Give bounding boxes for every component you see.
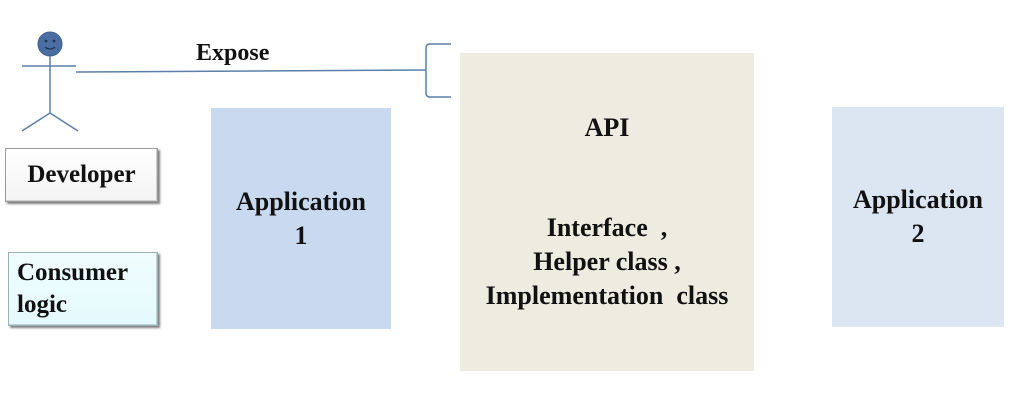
- expose-bracket: [425, 43, 451, 98]
- consumer-logic-line-2: logic: [17, 291, 67, 318]
- developer-stick-figure: [21, 31, 79, 132]
- api-item-implementation-class: Implementation class: [485, 281, 729, 310]
- application-2-title: Application: [852, 185, 984, 214]
- consumer-logic-line-1: Consumer: [17, 259, 129, 286]
- application-2-number: 2: [911, 219, 925, 248]
- api-item-helper-class: Helper class ,: [533, 247, 681, 276]
- stick-figure-head: [37, 31, 63, 57]
- developer-label-box: Developer: [5, 148, 158, 202]
- stick-figure-eye-left: [44, 39, 48, 43]
- stick-figure-smile: [44, 46, 56, 50]
- application-1-number: 1: [294, 220, 308, 250]
- stick-figure-right-leg: [49, 112, 79, 132]
- consumer-logic-box: Consumer logic: [8, 252, 158, 326]
- stick-figure-eye-right: [52, 39, 56, 43]
- api-box: API Interface , Helper class , Implement…: [460, 53, 754, 371]
- application-1-title: Application: [235, 186, 367, 216]
- api-items: Interface , Helper class , Implementatio…: [486, 211, 729, 313]
- application-1-box: Application 1: [211, 108, 391, 329]
- expose-connector-line: [75, 69, 427, 73]
- api-item-interface: Interface ,: [546, 213, 668, 242]
- stick-figure-left-leg: [21, 112, 51, 132]
- developer-label: Developer: [27, 161, 136, 188]
- api-title: API: [584, 113, 630, 142]
- expose-label: Expose: [196, 40, 270, 66]
- application-2-box: Application 2: [832, 107, 1004, 327]
